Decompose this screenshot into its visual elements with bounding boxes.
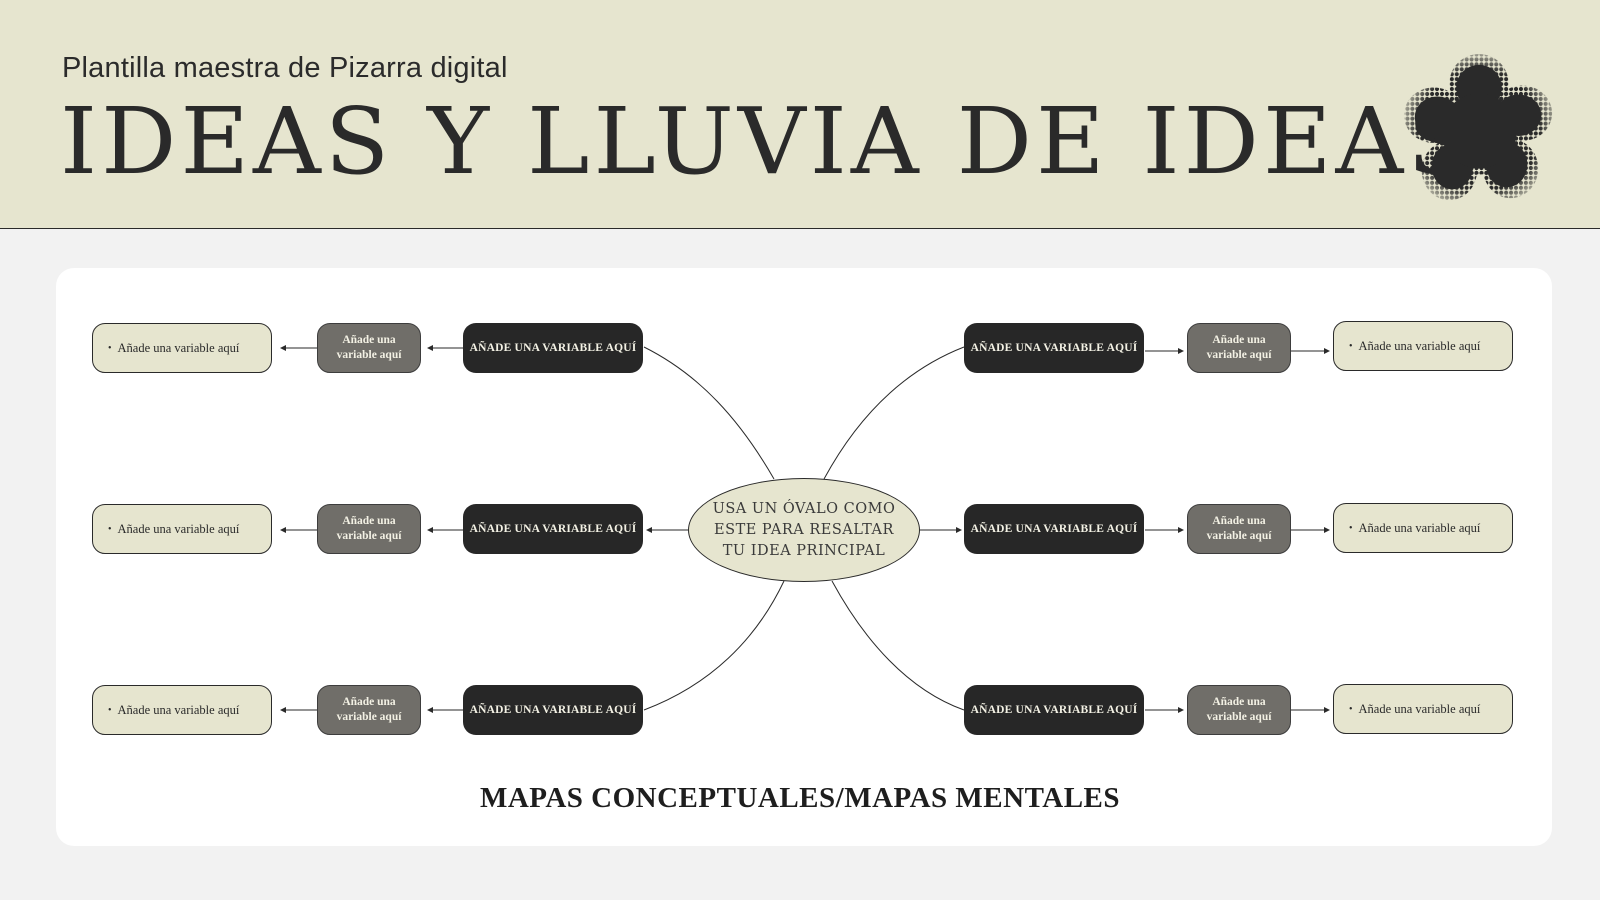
left-branch-2-sub[interactable]: Añade una variable aquí	[317, 504, 421, 554]
right-branch-1-leaf[interactable]: • Añade una variable aquí	[1333, 321, 1513, 371]
right-branch-1-main[interactable]: AÑADE UNA VARIABLE AQUÍ	[964, 323, 1144, 373]
leaf-label: Añade una variable aquí	[117, 702, 240, 717]
left-branch-3-sub[interactable]: Añade una variable aquí	[317, 685, 421, 735]
bullet-icon: •	[108, 704, 112, 716]
bullet-icon: •	[1349, 703, 1353, 715]
leaf-label: Añade una variable aquí	[117, 340, 240, 355]
bullet-icon: •	[108, 523, 112, 535]
leaf-label: Añade una variable aquí	[1358, 701, 1481, 716]
right-branch-3-leaf[interactable]: • Añade una variable aquí	[1333, 684, 1513, 734]
header-banner: Plantilla maestra de Pizarra digital IDE…	[0, 0, 1600, 229]
bullet-icon: •	[1349, 522, 1353, 534]
page-title: IDEAS Y LLUVIA DE IDEAS	[60, 88, 1476, 195]
diagram-caption: MAPAS CONCEPTUALES/MAPAS MENTALES	[479, 782, 1121, 814]
page-subtitle: Plantilla maestra de Pizarra digital	[62, 52, 508, 84]
bullet-icon: •	[108, 342, 112, 354]
right-branch-2-sub[interactable]: Añade una variable aquí	[1187, 504, 1291, 554]
halftone-flower-icon	[1403, 53, 1553, 201]
left-branch-3-main[interactable]: AÑADE UNA VARIABLE AQUÍ	[463, 685, 643, 735]
leaf-label: Añade una variable aquí	[1358, 338, 1481, 353]
left-branch-2-main[interactable]: AÑADE UNA VARIABLE AQUÍ	[463, 504, 643, 554]
left-branch-1-leaf[interactable]: • Añade una variable aquí	[92, 323, 272, 373]
right-branch-3-main[interactable]: AÑADE UNA VARIABLE AQUÍ	[964, 685, 1144, 735]
right-branch-2-leaf[interactable]: • Añade una variable aquí	[1333, 503, 1513, 553]
right-branch-2-main[interactable]: AÑADE UNA VARIABLE AQUÍ	[964, 504, 1144, 554]
right-branch-3-sub[interactable]: Añade una variable aquí	[1187, 685, 1291, 735]
central-idea-oval[interactable]: USA UN ÓVALO COMO ESTE PARA RESALTAR TU …	[688, 478, 920, 582]
left-branch-3-leaf[interactable]: • Añade una variable aquí	[92, 685, 272, 735]
left-branch-1-sub[interactable]: Añade una variable aquí	[317, 323, 421, 373]
right-branch-1-sub[interactable]: Añade una variable aquí	[1187, 323, 1291, 373]
bullet-icon: •	[1349, 340, 1353, 352]
leaf-label: Añade una variable aquí	[1358, 520, 1481, 535]
left-branch-2-leaf[interactable]: • Añade una variable aquí	[92, 504, 272, 554]
left-branch-1-main[interactable]: AÑADE UNA VARIABLE AQUÍ	[463, 323, 643, 373]
leaf-label: Añade una variable aquí	[117, 521, 240, 536]
